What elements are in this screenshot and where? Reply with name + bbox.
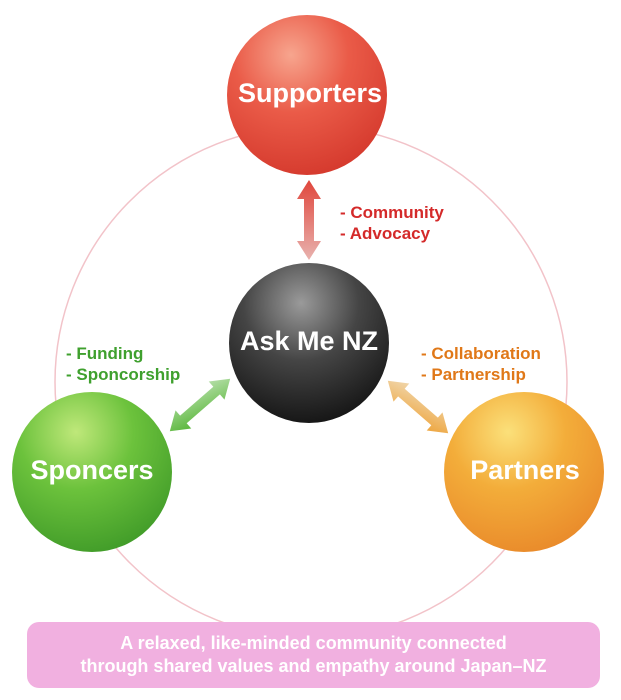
sponcers-node: Sponcers — [12, 392, 172, 552]
supporters-note-advocacy: - Advocacy — [340, 224, 431, 243]
supporters-label: Supporters — [238, 78, 382, 108]
arrow-center-to-partners — [387, 380, 449, 434]
supporters-node: Supporters — [227, 15, 387, 175]
partners-note-partnership: - Partnership — [421, 365, 526, 384]
arrow-center-to-supporters — [297, 180, 321, 260]
partners-label: Partners — [470, 455, 580, 485]
sponcers-note-sponcorship: - Sponcorship — [66, 365, 180, 384]
partners-notes: - Collaboration - Partnership — [421, 344, 541, 384]
partners-node: Partners — [444, 392, 604, 552]
sponcers-label: Sponcers — [30, 455, 153, 485]
banner-line-1: A relaxed, like-minded community connect… — [120, 633, 507, 653]
community-banner: A relaxed, like-minded community connect… — [27, 622, 600, 688]
banner-line-2: through shared values and empathy around… — [80, 656, 547, 676]
supporters-notes: - Community - Advocacy — [340, 203, 444, 243]
sponcers-note-funding: - Funding — [66, 344, 143, 363]
center-label: Ask Me NZ — [240, 326, 378, 356]
supporters-note-community: - Community — [340, 203, 444, 222]
center-node: Ask Me NZ — [229, 263, 389, 423]
partners-note-collaboration: - Collaboration — [421, 344, 541, 363]
sponcers-notes: - Funding - Sponcorship — [66, 344, 180, 384]
arrow-center-to-sponcers — [169, 378, 231, 432]
